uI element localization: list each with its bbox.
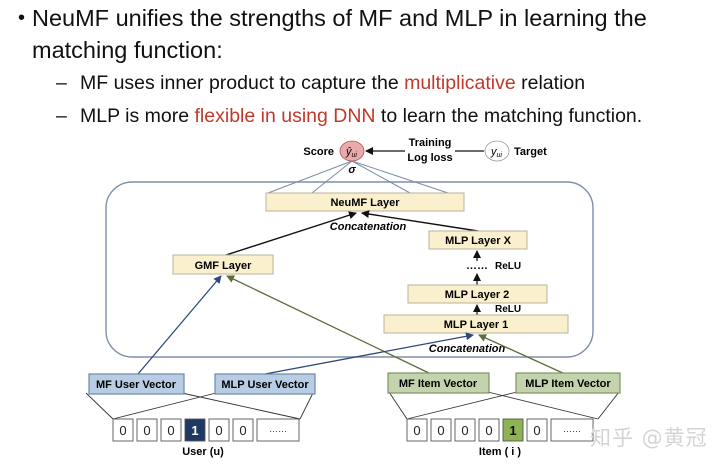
item-cell-value: 0 [437,423,444,438]
user-cell-value: …… [269,424,287,434]
item-cell [526,418,548,442]
user-one-hot-input: 0 0 0 1 0 0 …… [112,418,300,442]
relu-top-label: ReLU [495,261,521,272]
target-node [484,140,510,162]
mlp-item-vector-label: MLP Item Vector [525,378,611,390]
item-cell [478,418,500,442]
mf-user-to-gmf-arrow [137,275,222,375]
mlp-layer-1 [383,314,569,334]
mlp-layer-x-label: MLP Layer X [445,235,511,247]
concatenation-top-label: Concatenation [330,221,407,233]
mf-item-vector-label: MF Item Vector [399,378,478,390]
sub1-text: MF uses inner product to capture the [80,72,405,94]
sub1-tail: relation [515,72,586,94]
user-cell [208,418,230,442]
sub-bullet-mlp: –MLP is more flexible in using DNN to le… [56,103,642,129]
item-cell [406,418,428,442]
user-cell [160,418,182,442]
training-label-bg [405,135,455,165]
mf-item-vector [387,372,490,394]
mf-user-vector-label: MF User Vector [96,379,177,391]
sigma-fan-lines [267,160,449,194]
sub2-text: MLP is more [80,105,195,127]
model-frame [105,181,594,358]
target-label: Target [514,146,547,158]
mlp-user-vector-label: MLP User Vector [221,379,309,391]
ellipsis-dots: …… [466,260,488,272]
user-cell-value: 1 [191,423,198,438]
sub2-highlight: flexible in using DNN [194,105,376,127]
user-input-label: User (u) [182,446,224,458]
dash-icon: – [56,72,67,94]
score-node [339,140,365,162]
bullet-main-line2: matching function: [32,37,223,63]
sub-bullet-mf: –MF uses inner product to capture the mu… [56,70,585,96]
mlp-user-to-mlp1-arrow [264,332,474,375]
concatenation-bottom-label: Concatenation [429,343,506,355]
user-cell [232,418,254,442]
training-label: Training [409,137,452,149]
mf-user-vector [88,373,185,395]
item-embedding-lines [388,391,620,420]
relu-bottom-label: ReLU [495,304,521,315]
score-symbol: ŷui [345,146,357,159]
sub1-highlight: multiplicative [404,72,516,94]
item-cell [502,418,524,442]
bullet-dot-icon: • [18,7,26,29]
item-cell-value: 1 [509,423,516,438]
gmf-layer [172,254,274,275]
user-cell [256,418,300,442]
gmf-to-neumf-arrow [222,211,357,257]
mlp-item-vector [515,372,621,394]
neumf-layer-label: NeuMF Layer [330,197,400,209]
mlp-user-vector [214,373,316,395]
bullet-main-line1: NeuMF unifies the strengths of MF and ML… [32,5,647,31]
item-cell-value: …… [563,424,581,434]
dash-icon: – [56,105,67,127]
user-embedding-lines [85,392,314,420]
item-cell-value: 0 [461,423,468,438]
mlp-layer-2 [407,284,548,304]
sigma-label: σ [348,164,356,176]
item-cell [550,418,594,442]
sub2-tail: to learn the matching function. [375,105,643,127]
user-cell [112,418,134,442]
item-cell [454,418,476,442]
item-cell-value: 0 [533,423,540,438]
log-loss-label: Log loss [407,152,452,164]
user-cell-value: 0 [119,423,126,438]
mlp-item-to-mlp1-arrow [478,334,566,375]
user-cell-value: 0 [167,423,174,438]
user-cell [184,418,206,442]
mlp-layer-x [428,230,528,250]
mf-item-to-gmf-arrow [226,275,432,375]
item-cell-value: 0 [413,423,420,438]
item-cell [430,418,452,442]
user-cell-value: 0 [239,423,246,438]
target-symbol: yui [490,146,502,159]
mlp-layer-2-label: MLP Layer 2 [445,289,510,301]
gmf-layer-label: GMF Layer [195,260,253,272]
item-one-hot-input: 0 0 0 0 1 0 …… [406,418,594,442]
user-cell-value: 0 [143,423,150,438]
watermark: 知乎 @黄冠 [590,426,708,450]
user-cell [136,418,158,442]
mlp-to-neumf-arrow [361,210,479,232]
mlp-layer-1-label: MLP Layer 1 [444,319,509,331]
item-input-label: Item ( i ) [479,446,522,458]
item-cell-value: 0 [485,423,492,438]
user-cell-value: 0 [215,423,222,438]
score-label: Score [303,146,334,158]
bullet-main: • NeuMF unifies the strengths of MF and … [18,2,712,66]
